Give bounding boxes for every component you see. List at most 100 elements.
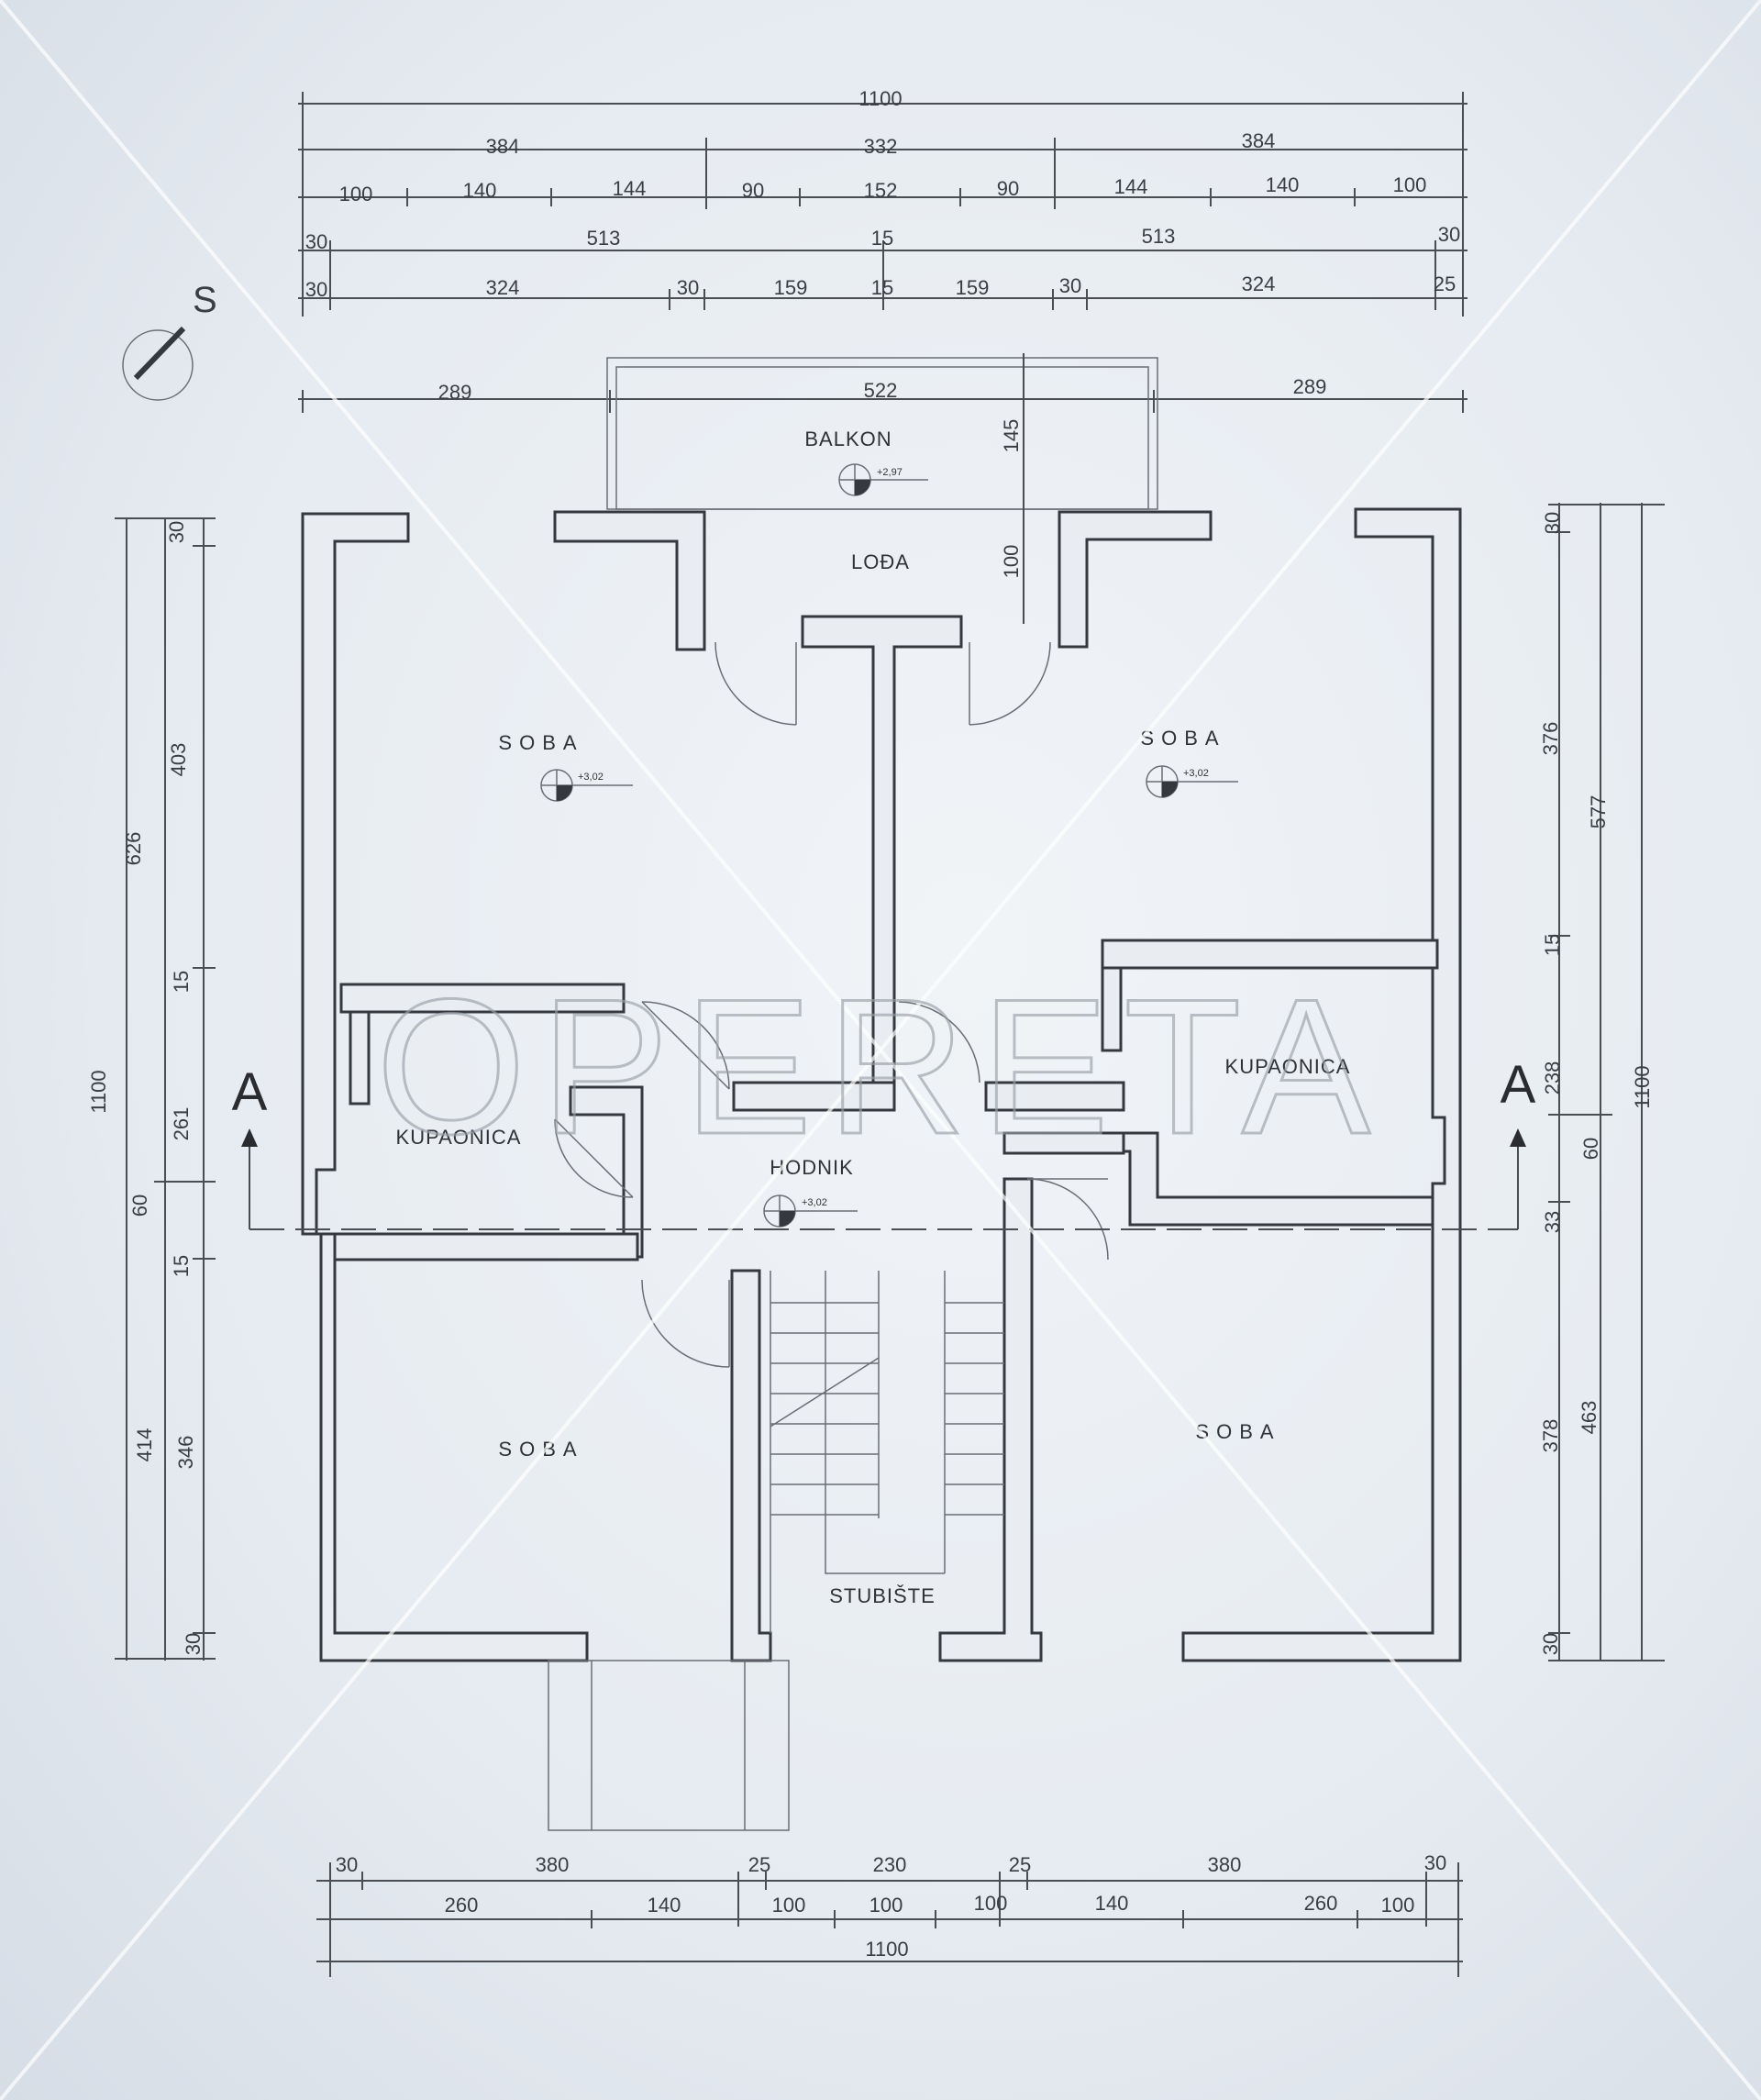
dim-top-r2: 384 xyxy=(486,135,520,158)
dim-left-c: 30 xyxy=(182,1633,205,1655)
section-line: A A xyxy=(232,1055,1536,1230)
dim-left-b: 261 xyxy=(170,1107,193,1141)
dim-loggia: 100 xyxy=(1000,545,1023,579)
dim-right-total: 1100 xyxy=(1631,1065,1654,1108)
dim-left-c: 15 xyxy=(170,1255,193,1277)
dim-bottom-r2: 100 xyxy=(869,1894,903,1917)
right-dimension-chains: 1100 577 463 376 238 378 30 15 60 33 30 xyxy=(1539,503,1665,1661)
dim-right-b: 238 xyxy=(1541,1061,1564,1095)
dim-top-r5: 159 xyxy=(774,276,808,299)
room-label-kupaonica-l: KUPAONICA xyxy=(396,1126,522,1149)
dim-top-r5: 30 xyxy=(1059,274,1081,297)
dim-left-c: 30 xyxy=(165,521,188,543)
dim-bottom-r1: 230 xyxy=(873,1853,907,1876)
room-label-soba-tl: SOBA xyxy=(498,731,583,754)
dim-bottom-total: 1100 xyxy=(865,1938,908,1961)
dim-right-a: 577 xyxy=(1587,795,1610,829)
dim-bottom-r2: 100 xyxy=(974,1892,1008,1915)
dim-bottom-r1: 30 xyxy=(336,1853,358,1876)
watermark-text: OPERETA xyxy=(376,959,1385,1174)
dim-bottom-r1: 25 xyxy=(748,1853,770,1876)
dim-bottom-r1: 380 xyxy=(1208,1853,1242,1876)
dim-right-c: 30 xyxy=(1539,1633,1562,1655)
dim-top-r4: 15 xyxy=(871,227,893,250)
dim-top-r4: 30 xyxy=(305,230,327,253)
dim-top-total: 1100 xyxy=(858,87,902,110)
dim-top-r6: 289 xyxy=(438,381,472,404)
dim-top-r4: 30 xyxy=(1438,223,1460,246)
top-dimension-labels: 1100 384 332 384 100 140 144 90 152 90 1… xyxy=(305,87,1460,404)
section-mark-right: A xyxy=(1501,1055,1536,1115)
room-label-stubiste: STUBIŠTE xyxy=(829,1584,936,1607)
dim-right-c: 60 xyxy=(1579,1138,1602,1160)
dim-left-a: 626 xyxy=(122,832,145,866)
dim-bottom-r2: 260 xyxy=(445,1894,479,1917)
dim-right-c: 15 xyxy=(1541,934,1564,956)
left-dimension-chains: 1100 626 414 403 261 346 30 15 60 15 30 xyxy=(87,517,216,1661)
dim-left-a: 414 xyxy=(133,1428,156,1462)
level-hodnik: +3,02 xyxy=(802,1197,827,1208)
level-marker-balkon: +2,97 xyxy=(838,463,928,496)
level-marker-soba-tl: +3,02 xyxy=(540,769,633,802)
dim-bottom-r2: 100 xyxy=(1381,1894,1415,1917)
dim-top-r5: 159 xyxy=(956,276,990,299)
dim-top-r5: 324 xyxy=(486,276,520,299)
dim-balcony-depth: 145 xyxy=(1000,419,1023,453)
dim-top-r3: 100 xyxy=(1393,173,1427,196)
dim-right-c: 33 xyxy=(1541,1211,1564,1233)
dim-right-a: 463 xyxy=(1578,1401,1600,1435)
dim-top-r5: 324 xyxy=(1242,272,1276,295)
north-arrow: S xyxy=(122,280,217,401)
dim-left-b: 403 xyxy=(167,743,190,777)
dim-top-r5: 30 xyxy=(677,276,699,299)
dim-right-b: 378 xyxy=(1539,1419,1562,1453)
bottom-dimension-chains: 30 380 25 230 25 380 30 260 140 100 100 … xyxy=(316,1851,1463,1977)
level-marker-hodnik: +3,02 xyxy=(763,1194,858,1228)
dim-bottom-r1: 380 xyxy=(536,1853,570,1876)
dim-top-r4: 513 xyxy=(1142,225,1176,248)
dim-bottom-r2: 140 xyxy=(648,1894,681,1917)
section-mark-left: A xyxy=(232,1062,268,1122)
level-soba-tl: +3,02 xyxy=(578,772,604,783)
dim-top-r4: 513 xyxy=(587,227,621,250)
dim-left-c: 15 xyxy=(170,971,193,993)
level-balkon: +2,97 xyxy=(877,467,903,478)
dim-top-r3: 100 xyxy=(339,183,373,206)
dim-bottom-r2: 260 xyxy=(1304,1892,1338,1915)
dim-right-c: 30 xyxy=(1541,512,1564,534)
top-dimension-chains xyxy=(298,92,1468,413)
doors xyxy=(554,641,1109,1368)
dim-top-r3: 152 xyxy=(864,179,898,202)
room-label-kupaonica-r: KUPAONICA xyxy=(1225,1055,1351,1078)
dim-top-r5: 25 xyxy=(1434,272,1456,295)
dim-top-r2: 384 xyxy=(1242,129,1276,152)
dim-left-c: 60 xyxy=(128,1194,151,1217)
dim-top-r5: 15 xyxy=(871,276,893,299)
balcony: 145 100 BALKON +2,97 LOĐA xyxy=(606,353,1158,624)
room-label-balkon: BALKON xyxy=(804,428,892,450)
dim-top-r5: 30 xyxy=(305,278,327,301)
level-marker-soba-tr: +3,02 xyxy=(1146,765,1238,798)
dim-bottom-r2: 140 xyxy=(1095,1892,1129,1915)
level-soba-tr: +3,02 xyxy=(1183,768,1209,779)
dim-bottom-r2: 100 xyxy=(772,1894,806,1917)
room-label-loda: LOĐA xyxy=(851,550,910,573)
dim-top-r3: 144 xyxy=(1114,175,1148,198)
dim-left-b: 346 xyxy=(174,1436,197,1470)
room-labels: SOBA +3,02 SOBA +3,02 KUPAONICA KUPAONIC… xyxy=(396,727,1351,1607)
dim-bottom-r1: 25 xyxy=(1009,1853,1031,1876)
dim-top-r2: 332 xyxy=(864,135,898,158)
dim-bottom-r1: 30 xyxy=(1424,1851,1446,1874)
stairs xyxy=(770,1271,1004,1633)
walls xyxy=(301,507,1462,1831)
room-label-soba-tr: SOBA xyxy=(1140,727,1225,750)
dim-left-total: 1100 xyxy=(87,1070,110,1113)
dim-top-r3: 144 xyxy=(613,177,647,200)
dim-top-r3: 90 xyxy=(997,177,1019,200)
dim-top-r3: 140 xyxy=(463,179,497,202)
stair-treads xyxy=(770,1302,1004,1516)
dim-top-r6: 522 xyxy=(864,379,898,402)
